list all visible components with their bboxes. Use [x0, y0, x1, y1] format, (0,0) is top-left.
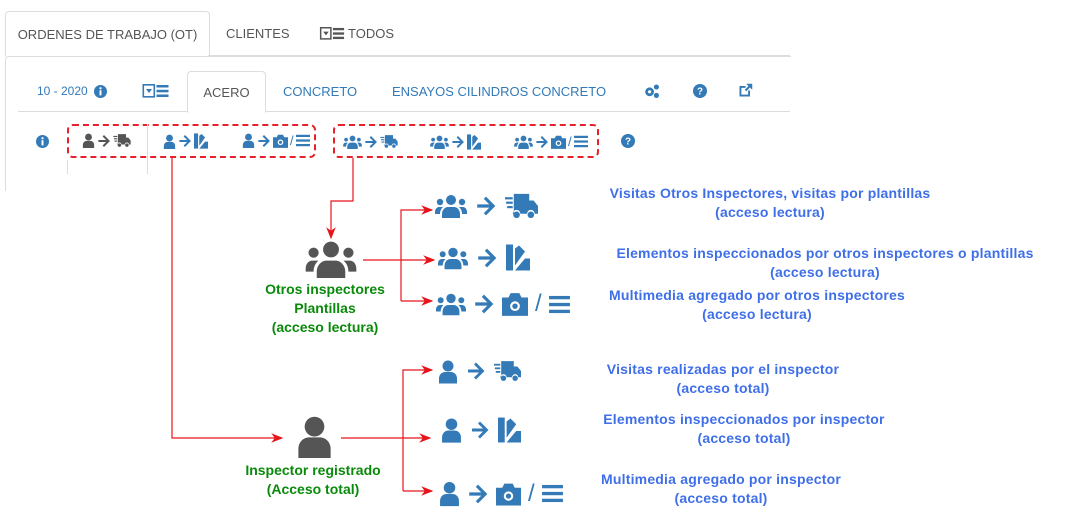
description-others-elements: Elementos inspeccionados por otros inspe… — [590, 244, 1060, 282]
filter-separator — [67, 160, 68, 174]
slash: / — [528, 479, 535, 507]
tab-ordenes-de-trabajo[interactable]: ORDENES DE TRABAJO (OT) — [5, 11, 210, 57]
label-line: Plantillas — [294, 300, 356, 316]
period-selector[interactable]: 10 - 2020 — [37, 84, 107, 98]
slash: / — [290, 133, 294, 148]
others-elements-icons — [438, 243, 530, 272]
own-multimedia-icons: / — [439, 478, 563, 509]
others-visits-icons — [435, 189, 538, 223]
user-icon — [438, 357, 458, 386]
filter-separator — [147, 124, 148, 174]
truck-icon — [505, 189, 538, 223]
user-icon — [441, 414, 462, 446]
label-line: (Acceso total) — [266, 481, 360, 497]
camera-icon — [496, 481, 521, 507]
arrow-right-icon — [473, 293, 495, 315]
users-icon — [438, 246, 468, 270]
user-icon — [439, 478, 460, 509]
user-icon — [296, 415, 333, 458]
arrow-right-icon — [466, 361, 486, 381]
filter-own-multimedia[interactable]: / — [242, 133, 310, 148]
list-icon — [549, 295, 570, 314]
swatchbook-icon — [506, 243, 530, 272]
tab-ensayos-cilindros-concreto[interactable]: ENSAYOS CILINDROS CONCRETO — [392, 84, 607, 99]
arrow-right-icon — [470, 420, 490, 440]
own-elements-icons — [441, 414, 521, 446]
description-access: (acceso total) — [697, 430, 791, 446]
others-filters-highlight — [333, 124, 599, 158]
content-panel — [5, 56, 791, 191]
description-access: (acceso lectura) — [702, 306, 812, 322]
tab-acero[interactable]: ACERO — [187, 71, 266, 113]
description-title: Elementos inspeccionados por inspector — [603, 411, 885, 427]
swatchbook-icon — [498, 415, 521, 445]
list-icon — [542, 484, 563, 503]
group-node-label: Otros inspectores Plantillas (acceso lec… — [235, 280, 415, 337]
arrow-right-icon — [475, 195, 497, 217]
slash: / — [535, 290, 542, 317]
own-visits-icons — [438, 356, 521, 386]
description-access: (acceso lectura) — [715, 204, 825, 220]
tab-label: TODOS — [348, 26, 394, 41]
description-title: Multimedia agregado por otros inspectore… — [608, 287, 906, 303]
tab-divider — [208, 55, 790, 56]
label-line: Otros inspectores — [265, 281, 385, 297]
others-multimedia-icons: / — [436, 290, 570, 318]
slash: / — [568, 134, 572, 149]
users-icon — [435, 194, 467, 218]
description-others-multimedia: Multimedia agregado por otros inspectore… — [577, 286, 937, 324]
description-access: (acceso total) — [676, 380, 770, 396]
own-filters-highlight — [67, 124, 316, 158]
tab-todos[interactable]: TODOS — [319, 26, 394, 41]
camera-icon — [502, 292, 528, 316]
description-others-visits: Visitas Otros Inspectores, visitas por p… — [570, 184, 970, 222]
description-own-visits: Visitas realizadas por el inspector (acce… — [583, 360, 863, 398]
users-icon — [305, 240, 357, 278]
users-icon — [436, 292, 466, 316]
description-title: Elementos inspeccionados por otros inspe… — [616, 245, 1034, 261]
tab-label: ORDENES DE TRABAJO (OT) — [17, 26, 198, 42]
label-line: Inspector registrado — [245, 462, 381, 478]
description-own-multimedia: Multimedia agregado por inspector (acceso… — [576, 470, 866, 508]
arrow-right-icon — [467, 483, 489, 505]
description-access: (acceso lectura) — [770, 264, 880, 280]
filter-others-multimedia[interactable]: / — [514, 134, 588, 149]
truck-icon — [494, 356, 521, 386]
subtab-divider — [18, 111, 790, 112]
period-label: 10 - 2020 — [37, 84, 88, 98]
description-title: Visitas realizadas por el inspector — [606, 361, 840, 377]
label-line: (acceso lectura) — [271, 319, 379, 335]
tab-clientes[interactable]: CLIENTES — [226, 26, 290, 41]
description-access: (acceso total) — [674, 490, 768, 506]
single-node-label: Inspector registrado (Acceso total) — [222, 461, 404, 499]
description-title: Visitas Otros Inspectores, visitas por p… — [609, 185, 931, 201]
description-own-elements: Elementos inspeccionados por inspector (a… — [579, 410, 909, 448]
tab-concreto[interactable]: CONCRETO — [283, 84, 358, 99]
arrow-right-icon — [476, 247, 498, 269]
tab-label: ACERO — [203, 84, 250, 100]
description-title: Multimedia agregado por inspector — [601, 471, 841, 487]
